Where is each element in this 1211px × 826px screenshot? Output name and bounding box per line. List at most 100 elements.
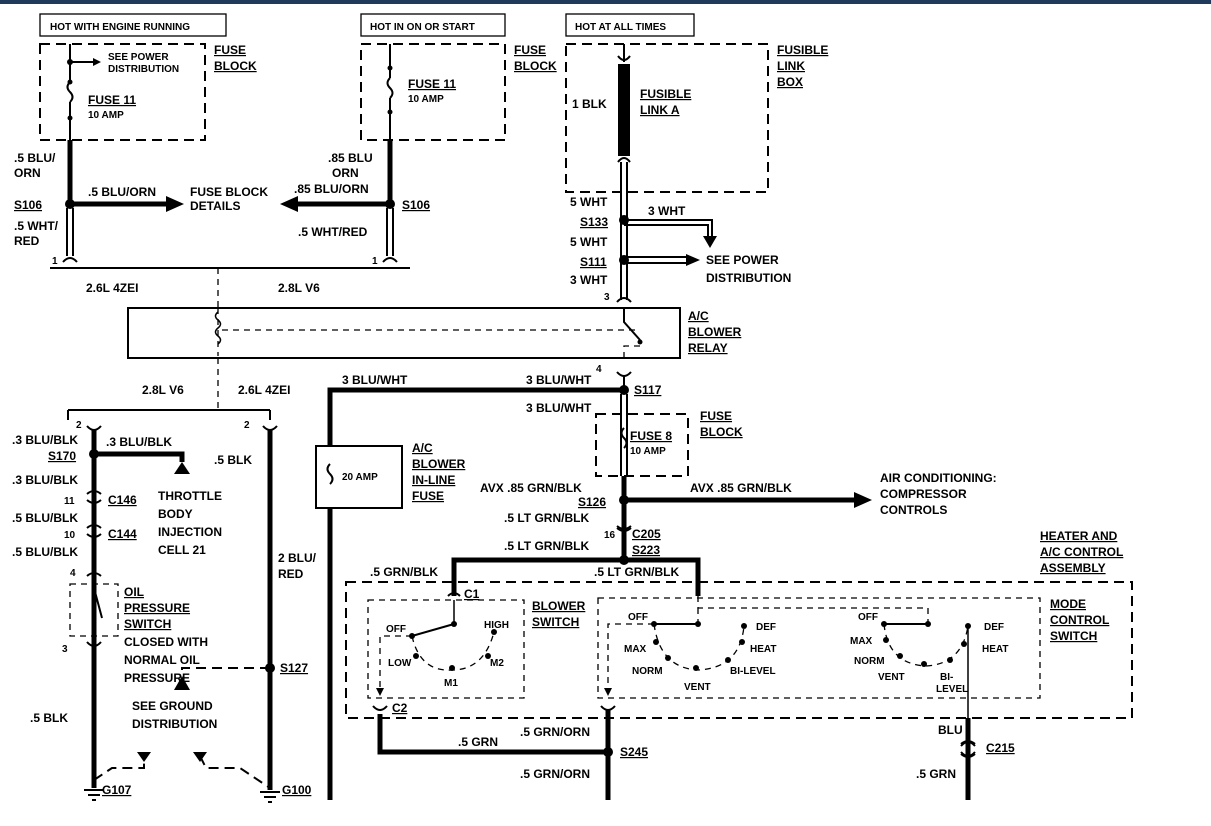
inline-fuse-rating: 20 AMP [342, 472, 378, 483]
c215: C215 [986, 741, 1015, 755]
mode-b-norm: NORM [854, 656, 885, 667]
left-blk-a: .5 BLK [214, 453, 252, 467]
inline-fuse: 20 AMP A/C BLOWER IN-LINE FUSE [315, 441, 466, 509]
header-hot-engine-running: HOT WITH ENGINE RUNNING [39, 13, 227, 37]
right-wht-5-1: 5 WHT [570, 195, 608, 209]
engine-label-4: 2.6L 4ZEI [238, 383, 290, 397]
oil-switch-2: PRESSURE [124, 601, 190, 615]
center-fuse-block: FUSE BLOCK FUSE 11 10 AMP [360, 43, 557, 141]
left-w3: .5 BLU/BLK [12, 511, 78, 525]
inline-fuse-label-3: IN-LINE [412, 473, 455, 487]
left-wht-red-1: .5 WHT/ [14, 219, 59, 233]
bottom-grn-orn-2: .5 GRN/ORN [520, 767, 590, 781]
center-fuse-11-rating: 10 AMP [408, 94, 444, 105]
c1: C1 [464, 587, 480, 601]
left-fuse-11-rating: 10 AMP [88, 110, 124, 121]
center-blu-orn-1: .85 BLU [328, 151, 373, 165]
fusible-link-a-symbol [618, 64, 630, 156]
center-fuse-block-label-1: FUSE [514, 43, 546, 57]
fuse8-block-label-2: BLOCK [700, 425, 743, 439]
s111: S111 [580, 255, 607, 269]
left-pin-11: 11 [64, 496, 75, 507]
see-ground-2: DISTRIBUTION [132, 717, 217, 731]
fusible-link-box-label-1: FUSIBLE [777, 43, 828, 57]
s245-splice [603, 747, 613, 757]
ground-area: S127 SEE GROUND DISTRIBUTION G107 G100 [84, 650, 312, 803]
mode-b-off: OFF [858, 612, 878, 623]
mode-switch-2: CONTROL [1050, 613, 1109, 627]
left-wht-red-2: RED [14, 234, 40, 248]
center-blu-orn-h: .85 BLU/ORN [294, 182, 369, 196]
header-hot-all-times-text: HOT AT ALL TIMES [575, 22, 666, 33]
tbi-4: CELL 21 [158, 543, 206, 557]
left-pin-2a: 2 [76, 420, 82, 431]
right-wht-3-1: 3 WHT [648, 204, 686, 218]
center-fuse-block-label-2: BLOCK [514, 59, 557, 73]
engine-label-3: 2.8L V6 [142, 383, 184, 397]
left-see-power-1: SEE POWER [108, 52, 169, 63]
blower-switch-1: BLOWER [532, 599, 586, 613]
s126: S126 [578, 495, 606, 509]
pin-16: 16 [604, 530, 616, 541]
grn-blk-w1: .5 LT GRN/BLK [504, 511, 589, 525]
center-fuse-11-symbol [386, 77, 394, 99]
center-blu-orn-2: ORN [332, 166, 359, 180]
blu-wht-right: 3 BLU/WHT [526, 373, 592, 387]
left-blu-orn-2: ORN [14, 166, 41, 180]
mode-b-heat: HEAT [982, 644, 1008, 655]
mode-control-switch: MODE CONTROL SWITCH OFF DEF MAX HEAT NOR… [597, 596, 1109, 718]
mode-switch-3: SWITCH [1050, 629, 1097, 643]
fuse8-block-label-1: FUSE [700, 409, 732, 423]
fusible-link-box-label-2: LINK [777, 59, 805, 73]
blu-red-2: RED [278, 567, 304, 581]
left-s106: S106 [14, 198, 42, 212]
center-s106: S106 [402, 198, 430, 212]
g107: G107 [102, 783, 132, 797]
bottom-wires: .5 GRN .5 GRN/ORN S245 .5 GRN/ORN BLU C2… [377, 705, 1015, 800]
left-blu-orn-1: .5 BLU/ [14, 151, 56, 165]
mode-a-bilevel: BI-LEVEL [730, 666, 776, 677]
tbi-2: BODY [158, 507, 193, 521]
center-fuse-11-name: FUSE 11 [408, 77, 456, 91]
right-see-power-1: SEE POWER [706, 253, 779, 267]
bottom-blu: BLU [938, 723, 963, 737]
mode-a-def: DEF [756, 622, 776, 633]
center-pin-1: 1 [372, 256, 378, 267]
blower-low: LOW [388, 658, 412, 669]
left-pin-1: 1 [52, 256, 58, 267]
mode-a-norm: NORM [632, 666, 663, 677]
oil-pressure-switch: OIL PRESSURE SWITCH CLOSED WITH NORMAL O… [30, 583, 208, 725]
fuse8-block: FUSE 8 10 AMP FUSE BLOCK [595, 409, 743, 477]
left-column: 2 .3 BLU/BLK S170 .3 BLU/BLK THROTTLE BO… [12, 410, 317, 790]
avx-left: AVX .85 GRN/BLK [480, 481, 582, 495]
mode-a-max: MAX [624, 644, 647, 655]
avx-right: AVX .85 GRN/BLK [690, 481, 792, 495]
left-fuse-block-label-2: BLOCK [214, 59, 257, 73]
bottom-grn-orn-1: .5 GRN/ORN [520, 725, 590, 739]
right-wht-3-2: 3 WHT [570, 273, 608, 287]
left-w4: .5 BLU/BLK [12, 545, 78, 559]
left-w1: .3 BLU/BLK [12, 433, 78, 447]
left-pin-10: 10 [64, 530, 76, 541]
oil-switch-d1: CLOSED WITH [124, 635, 208, 649]
oil-switch-d3: PRESSURE [124, 671, 190, 685]
heater-assembly-2: A/C CONTROL [1040, 545, 1123, 559]
heater-ac-control-assembly [345, 581, 1133, 719]
oil-switch-d2: NORMAL OIL [124, 653, 200, 667]
right-see-power-2: DISTRIBUTION [706, 271, 791, 285]
ac-blower-relay: A/C BLOWER RELAY 4 [127, 307, 742, 375]
blu-wht-left: 3 BLU/WHT [342, 373, 408, 387]
mode-b-def: DEF [984, 622, 1004, 633]
fusible-link-box-label-3: BOX [777, 75, 803, 89]
left-pin-4: 4 [70, 568, 76, 579]
c146: C146 [108, 493, 137, 507]
right-pin-3: 3 [604, 292, 610, 303]
inline-fuse-label-4: FUSE [412, 489, 444, 503]
c2: C2 [392, 701, 408, 715]
fusible-link-a-1: FUSIBLE [640, 87, 691, 101]
grn-blk-right: .5 LT GRN/BLK [594, 565, 679, 579]
fusible-link-box: FUSIBLE LINK BOX 1 BLK FUSIBLE LINK A [565, 43, 828, 300]
mode-b-max: MAX [850, 636, 873, 647]
compressor-label-1: AIR CONDITIONING: [880, 471, 997, 485]
